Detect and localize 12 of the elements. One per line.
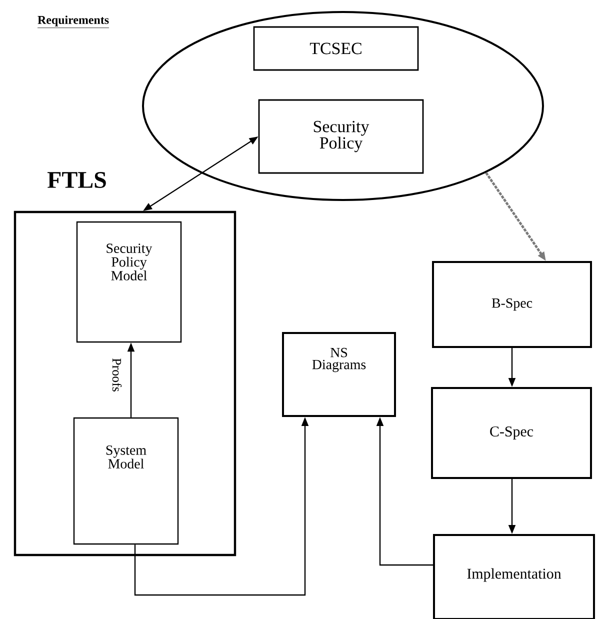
process-box: C-Spec [431,387,592,479]
node-label: FTLS [48,172,106,188]
process-box: TCSEC [253,26,419,71]
process-box: NS Diagrams [282,332,396,417]
process-box: Implementation [433,534,595,619]
requirements-ellipse [142,11,544,201]
heading: Requirements [37,16,110,28]
process-box: B-Spec [432,261,592,348]
edge-label: Proofs [111,357,123,393]
process-box: Security Policy [258,99,424,174]
process-box: System Model [73,417,179,545]
process-box: Security Policy Model [76,221,182,343]
